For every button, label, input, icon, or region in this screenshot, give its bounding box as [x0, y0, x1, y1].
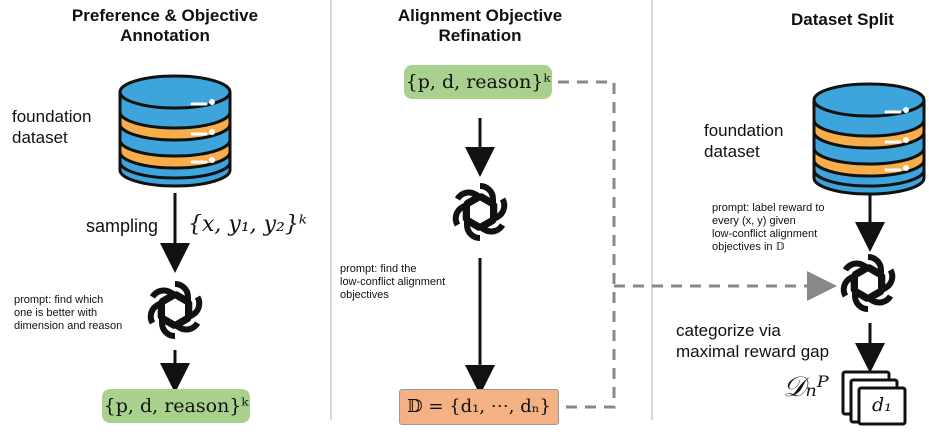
subset-math: 𝒟ₙᴾ [783, 370, 829, 403]
right-prompt-line4: objectives in 𝔻 [712, 241, 785, 253]
left-prompt-line2: one is better with [14, 307, 98, 319]
middle-prompt-line3: objectives [340, 289, 389, 301]
left-prompt-line1: prompt: find which [14, 294, 104, 306]
right-prompt: prompt: label reward to every (x, y) giv… [712, 202, 825, 254]
left-panel-title: Preference & Objective Annotation [20, 6, 310, 46]
dashed-connector [558, 80, 616, 409]
middle-prompt: prompt: find the low-conflict alignment … [340, 263, 445, 302]
right-db-label-line1: foundation [704, 121, 784, 140]
categorize-line1: categorize via [676, 321, 781, 340]
left-db-label: foundation dataset [12, 106, 91, 148]
middle-prompt-line1: prompt: find the [340, 263, 417, 275]
document-label: d₁ [872, 394, 892, 416]
categorize-line2: maximal reward gap [676, 342, 830, 361]
left-prompt: prompt: find which one is better with di… [14, 294, 122, 333]
middle-prompt-line2: low-conflict alignment [340, 276, 446, 288]
middle-output-box: 𝔻 = {d₁, ⋯, dₙ} [399, 389, 559, 425]
sampling-math: {x, y₁, y₂}ᵏ [188, 212, 307, 237]
right-db-label: foundation dataset [704, 120, 783, 162]
middle-title-line2: Refination [438, 26, 522, 45]
right-prompt-line3: low-conflict alignment [712, 228, 818, 240]
middle-title-line1: Alignment Objective [397, 6, 563, 25]
document-stack-icon [841, 370, 907, 426]
sampling-label: sampling [86, 216, 159, 236]
left-prompt-line3: dimension and reason [14, 320, 123, 332]
categorize-label: categorize via maximal reward gap [676, 320, 829, 362]
middle-input-pill: {p, d, reason}ᵏ [404, 65, 552, 99]
database-icon-left [118, 74, 232, 188]
right-db-label-line2: dataset [704, 142, 760, 161]
right-panel-title: Dataset Split [791, 10, 894, 29]
left-output-pill: {p, d, reason}ᵏ [102, 389, 250, 423]
openai-logo-icon-left [146, 284, 204, 336]
right-prompt-line2: every (x, y) given [712, 215, 796, 227]
left-db-label-line2: dataset [12, 128, 68, 147]
database-icon-right [812, 82, 926, 196]
left-title-line1: Preference & Objective [71, 6, 259, 25]
right-prompt-line1: prompt: label reward to [712, 202, 825, 214]
openai-logo-icon-middle [451, 186, 509, 238]
left-db-label-line1: foundation [12, 107, 92, 126]
middle-panel-title: Alignment Objective Refination [340, 6, 620, 46]
left-title-line2: Annotation [120, 26, 210, 45]
openai-logo-icon-right [839, 257, 897, 309]
